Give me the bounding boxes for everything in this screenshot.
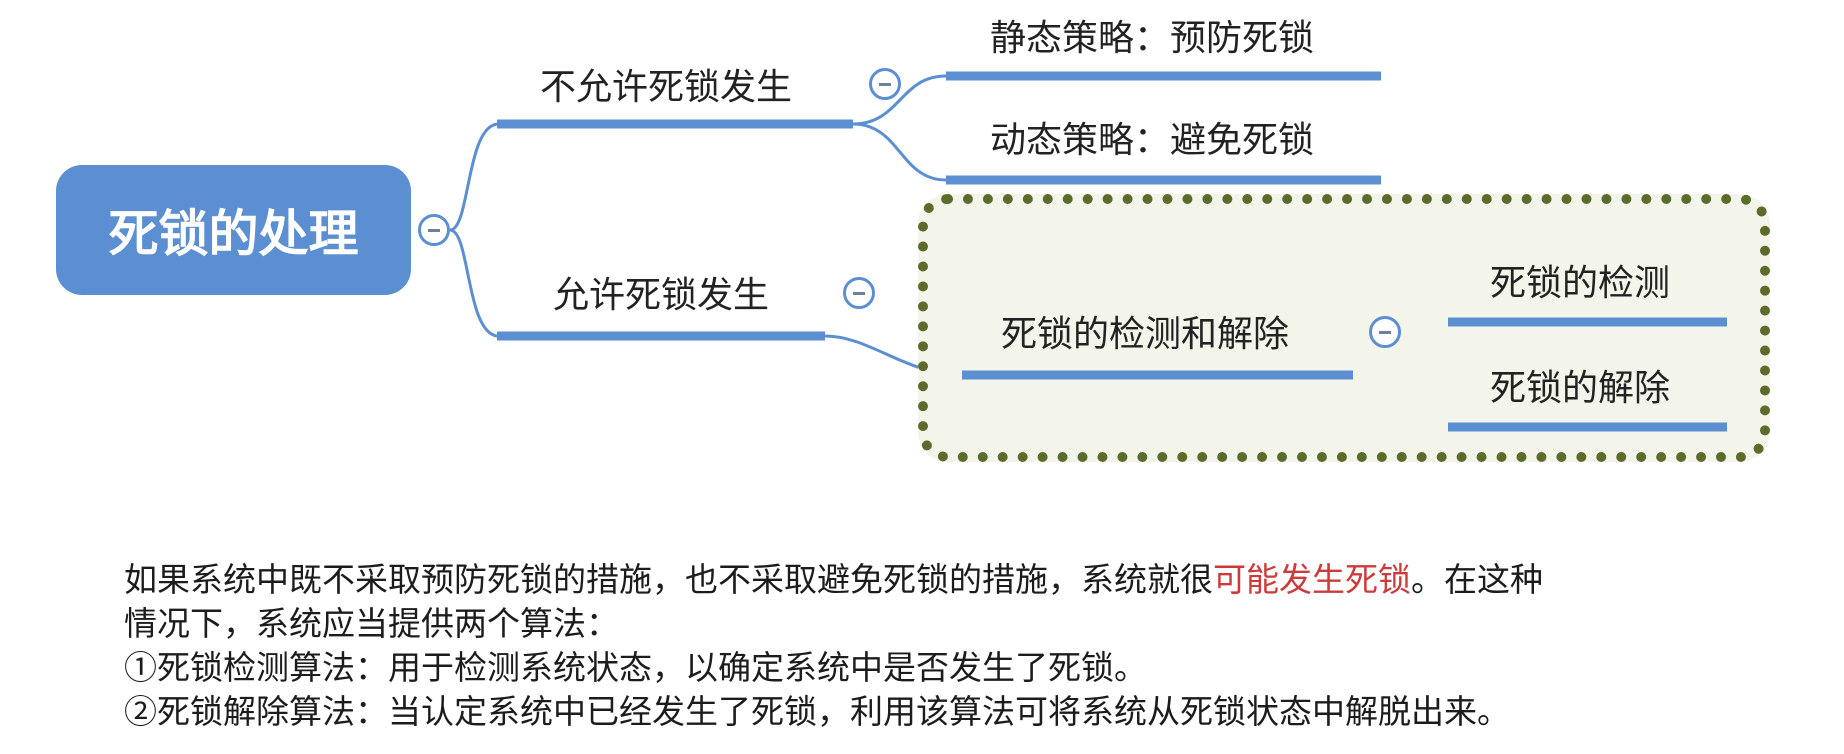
branch-allow-collapse-icon[interactable] <box>843 277 875 309</box>
node-detection-and-recovery[interactable]: 死锁的检测和解除 <box>1001 314 1290 355</box>
branch-not-allow-deadlock[interactable]: 不允许死锁发生 <box>540 67 793 108</box>
explanation-line-2: 情况下，系统应当提供两个算法： <box>124 604 619 643</box>
explanation-line-4: ②死锁解除算法：当认定系统中已经发生了死锁，利用该算法可将系统从死锁状态中解脱出… <box>124 692 1510 731</box>
leaf-static-strategy[interactable]: 静态策略：预防死锁 <box>990 18 1315 59</box>
explanation-line-3: ①死锁检测算法：用于检测系统状态，以确定系统中是否发生了死锁。 <box>124 648 1147 687</box>
mindmap-underlines <box>497 71 1727 432</box>
root-label: 死锁的处理 <box>108 205 359 263</box>
leaf-deadlock-recovery[interactable]: 死锁的解除 <box>1490 368 1671 409</box>
explanation-line-1: 如果系统中既不采取预防死锁的措施，也不采取避免死锁的措施，系统就很可能发生死锁。… <box>124 558 1814 602</box>
branch-not-allow-collapse-icon[interactable] <box>869 68 901 100</box>
line1-suffix: 。在这种 <box>1411 560 1543 599</box>
branch-allow-deadlock[interactable]: 允许死锁发生 <box>553 275 770 316</box>
root-collapse-icon[interactable] <box>418 214 450 246</box>
leaf-deadlock-detection[interactable]: 死锁的检测 <box>1490 263 1671 304</box>
root-node[interactable]: 死锁的处理 <box>56 165 411 295</box>
emphasis-text: 可能发生死锁 <box>1213 560 1411 599</box>
detection-recovery-collapse-icon[interactable] <box>1369 316 1401 348</box>
line1-prefix: 如果系统中既不采取预防死锁的措施，也不采取避免死锁的措施，系统就很 <box>124 560 1213 599</box>
explanation-text: 如果系统中既不采取预防死锁的措施，也不采取避免死锁的措施，系统就很可能发生死锁。… <box>124 558 1814 734</box>
leaf-dynamic-strategy[interactable]: 动态策略：避免死锁 <box>990 120 1315 161</box>
highlight-region <box>918 194 1770 462</box>
